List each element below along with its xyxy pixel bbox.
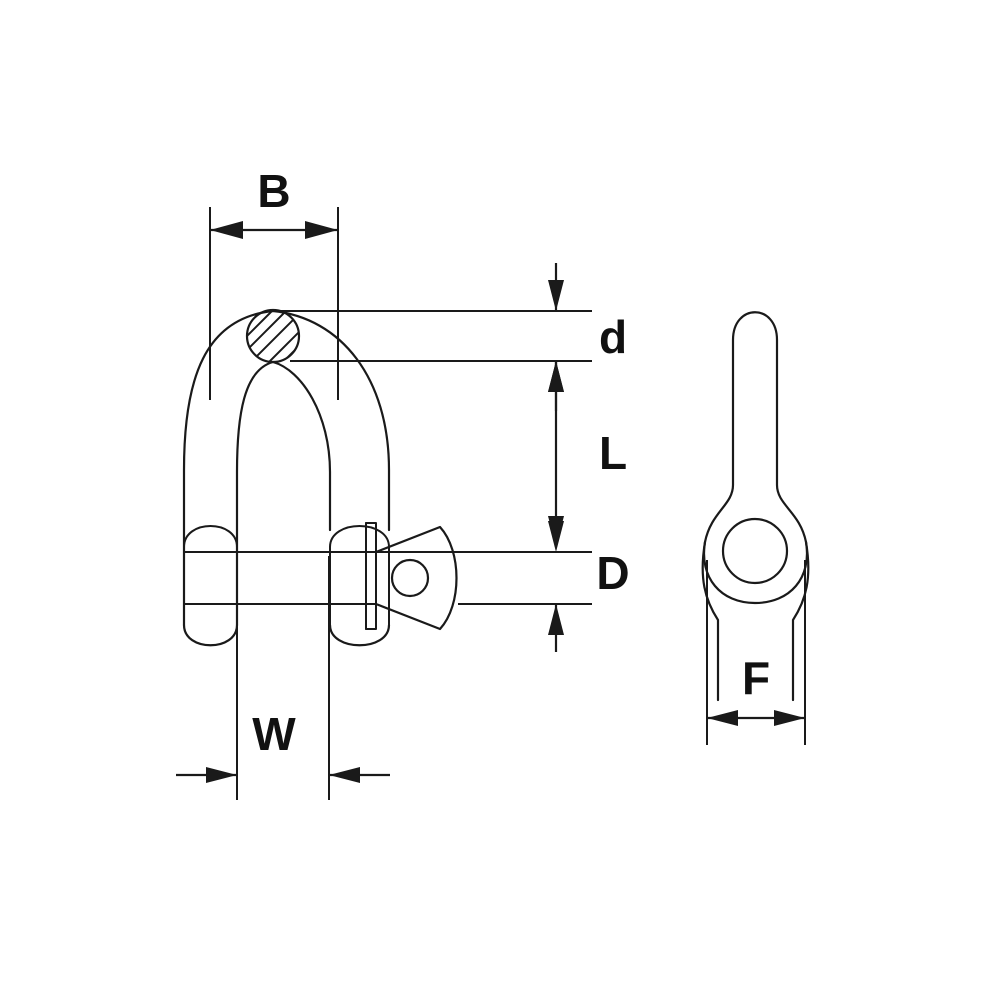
- dimension-W-group: W: [176, 556, 390, 800]
- dimension-D-arrow-top: [548, 521, 564, 552]
- dimension-label-d: d: [599, 311, 627, 363]
- shackle-inner-opening-outline: [235, 360, 332, 627]
- dimension-d-arrow-top: [548, 280, 564, 311]
- dimension-B-arrow-left: [210, 221, 243, 239]
- dimension-d-group: d: [273, 263, 627, 411]
- dimension-F-arrow-left: [707, 710, 738, 726]
- side-view-eye-bore: [721, 517, 789, 585]
- shackle-right-leg-bottom-cap: [328, 623, 391, 647]
- pin-collar: [365, 522, 377, 630]
- dimension-label-D: D: [596, 547, 629, 599]
- dimension-F-group: F: [706, 560, 806, 745]
- dimension-D-arrow-bottom: [548, 604, 564, 635]
- dimension-L-arrow-top: [548, 361, 564, 392]
- screw-pin-head-outline: [374, 525, 458, 631]
- dimension-D-group: D: [376, 521, 630, 652]
- dimension-W-arrow-right: [329, 767, 360, 783]
- shackle-right-leg-boss: [329, 525, 390, 548]
- side-view-group: [701, 311, 810, 702]
- dimension-B-group: B: [209, 165, 339, 400]
- front-view-group: [182, 308, 458, 647]
- dimension-L-group: L: [548, 361, 627, 547]
- pin-cross-section-circle: [245, 308, 301, 364]
- dimension-label-F: F: [742, 652, 770, 704]
- dimension-B-arrow-right: [305, 221, 338, 239]
- dimension-label-L: L: [599, 427, 627, 479]
- shackle-left-leg-bottom-cap: [182, 623, 239, 647]
- screw-pin-head-hole: [390, 558, 430, 598]
- dimension-label-W: W: [252, 708, 296, 760]
- dimension-F-arrow-right: [774, 710, 805, 726]
- dimension-label-B: B: [257, 165, 290, 217]
- shackle-left-leg-boss: [183, 525, 238, 548]
- side-view-eye-boss-circle: [702, 540, 809, 605]
- dimension-W-arrow-left: [206, 767, 237, 783]
- side-view-eye-outline: [701, 311, 810, 702]
